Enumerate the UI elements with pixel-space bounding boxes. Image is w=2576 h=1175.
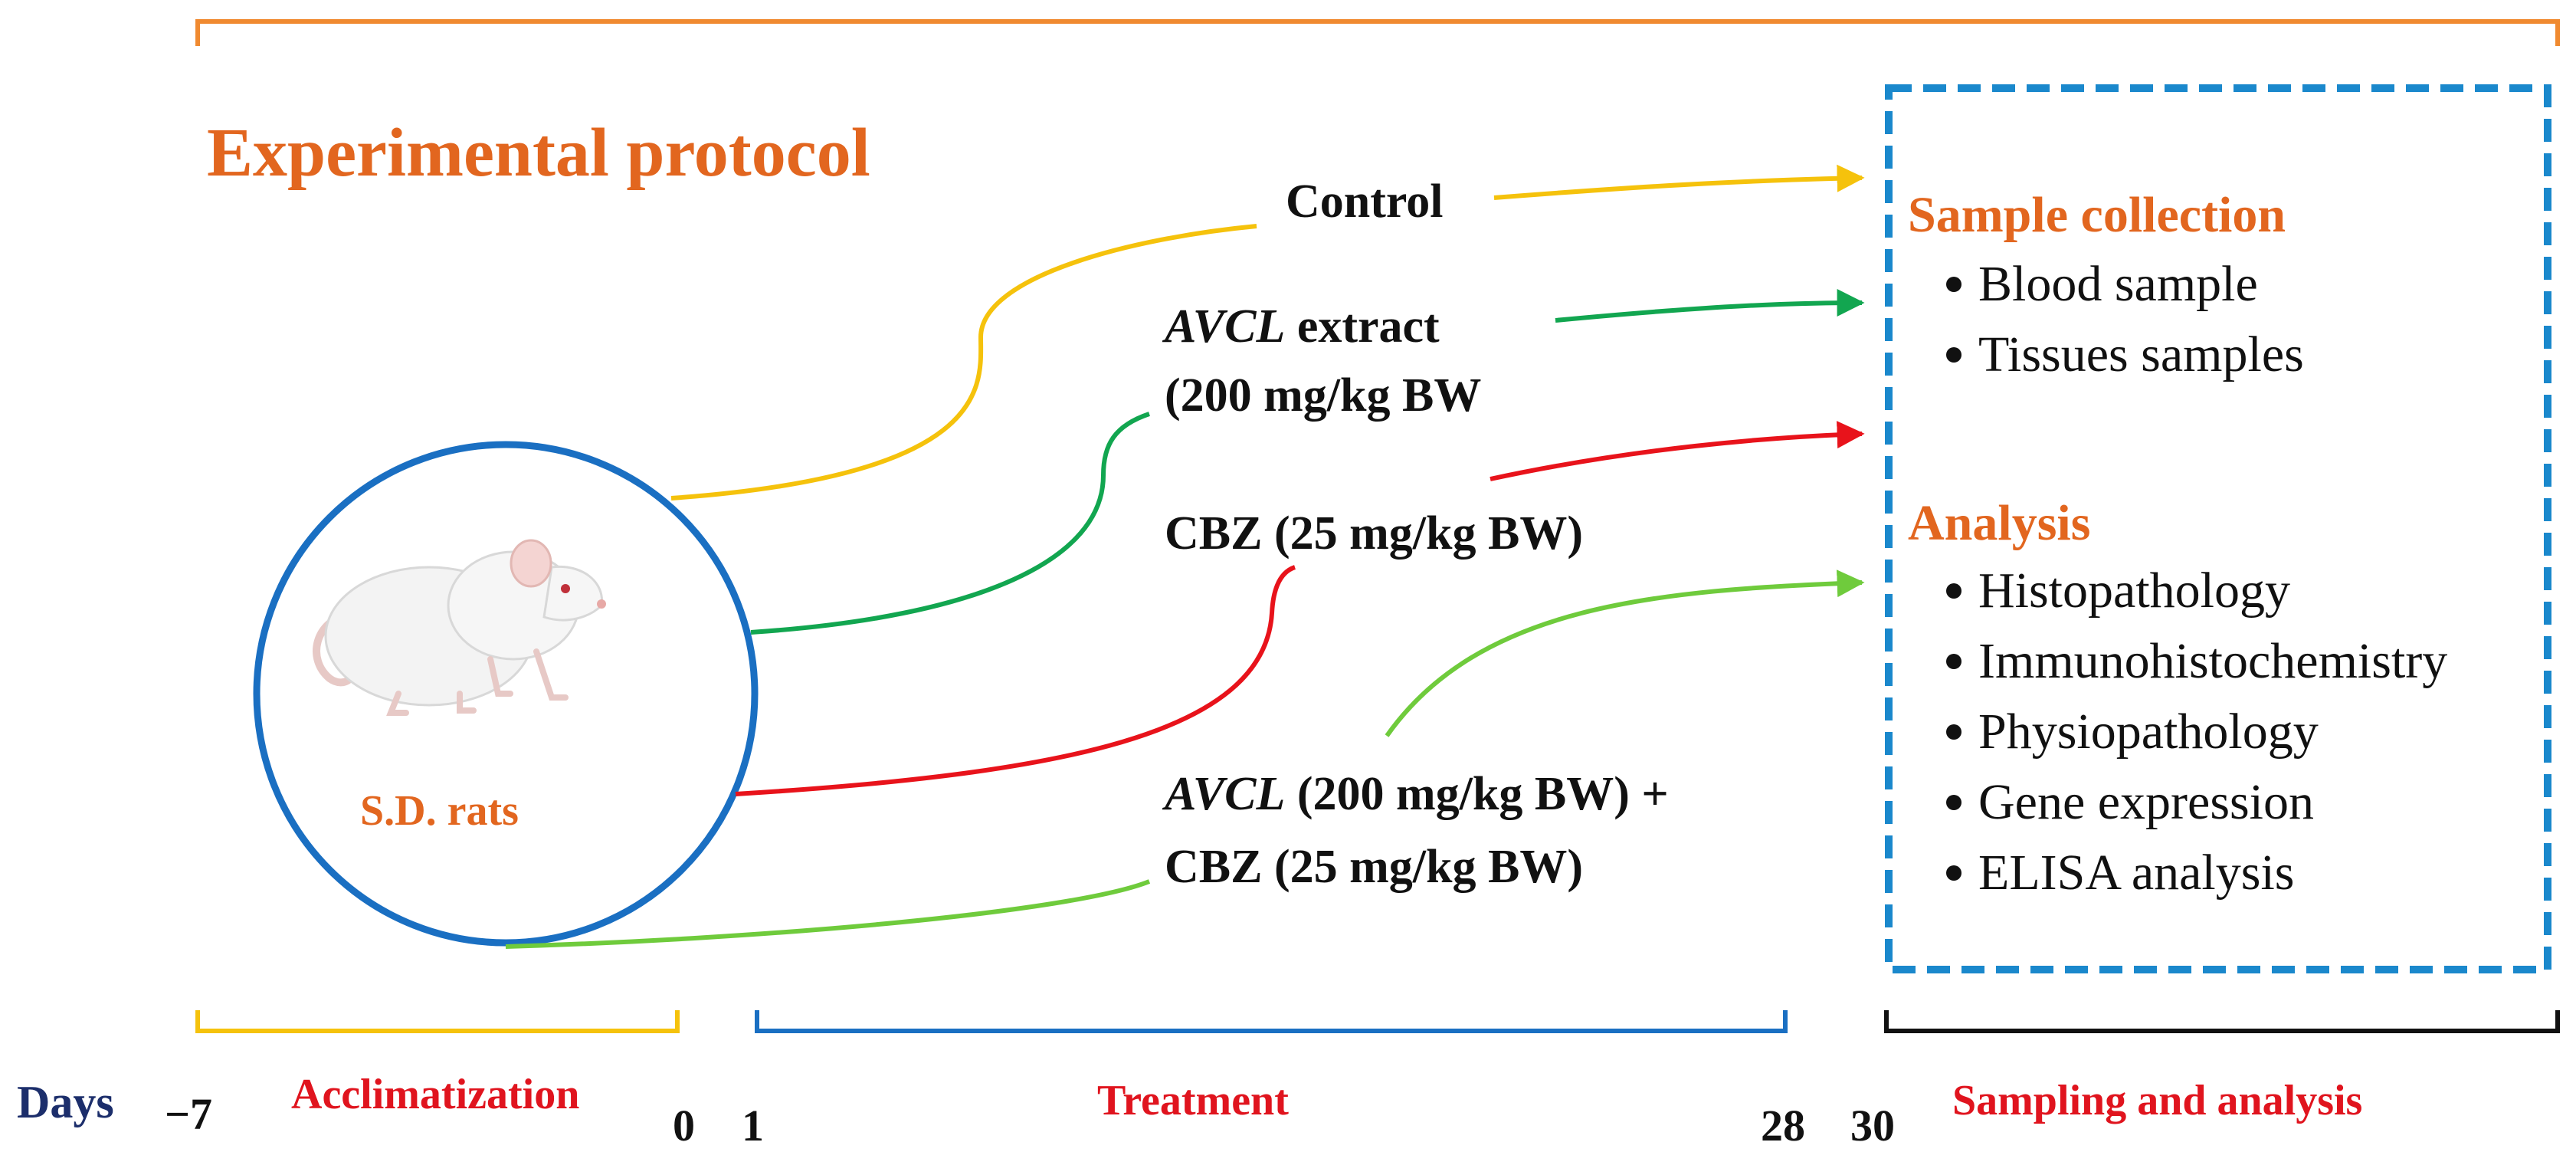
group-avcl-italic: AVCL	[1165, 300, 1286, 353]
results-box	[1885, 84, 2551, 973]
avcl-curve	[750, 412, 1150, 635]
analysis-list: Histopathology Immunohistochemistry Phys…	[1946, 556, 2447, 908]
bullet-icon	[1946, 724, 1961, 740]
top-bracket	[195, 19, 2560, 46]
diagram-title: Experimental protocol	[207, 115, 870, 191]
combo-arrow	[1385, 569, 1865, 737]
bullet-icon	[1946, 583, 1961, 599]
group-control-text: Control	[1286, 176, 1444, 228]
avcl-arrow	[1555, 289, 1865, 323]
day-mark: 1	[742, 1101, 764, 1150]
rat-circle	[253, 441, 759, 947]
list-item-text: Tissues samples	[1978, 327, 2304, 382]
acclimatization-bracket	[195, 1010, 680, 1033]
list-item: Immunohistochemistry	[1946, 626, 2447, 697]
group-avcl-dose: (200 mg/kg BW	[1165, 369, 1482, 422]
combo-curve	[505, 879, 1151, 949]
bullet-icon	[1946, 653, 1961, 669]
phase-acclimatization: Acclimatization	[291, 1071, 580, 1118]
sample-collection-list: Blood sample Tissues samples	[1946, 249, 2304, 390]
list-item-text: Gene expression	[1978, 774, 2315, 830]
group-combo-text: (200 mg/kg BW) +	[1285, 768, 1669, 820]
rat-illustration	[313, 539, 606, 716]
days-label: Days	[17, 1077, 114, 1127]
sampling-bracket	[1884, 1010, 2560, 1033]
cbz-curve	[735, 565, 1296, 796]
day-mark: 28	[1761, 1101, 1805, 1150]
group-cbz-text: CBZ (25 mg/kg BW)	[1165, 507, 1583, 560]
list-item-text: Physiopathology	[1978, 704, 2319, 760]
day-mark: 0	[673, 1101, 695, 1150]
sample-collection-heading: Sample collection	[1908, 187, 2286, 243]
list-item: Physiopathology	[1946, 697, 2447, 767]
control-curve	[670, 224, 1257, 501]
list-item-text: Blood sample	[1978, 256, 2258, 312]
analysis-heading: Analysis	[1908, 495, 2091, 551]
phase-sampling: Sampling and analysis	[1952, 1077, 2363, 1124]
list-item: Tissues samples	[1946, 320, 2304, 390]
list-item: Gene expression	[1946, 767, 2447, 838]
group-control-label: Control	[1286, 178, 1444, 225]
group-combo-label: AVCL (200 mg/kg BW) +	[1165, 770, 1669, 818]
list-item: ELISA analysis	[1946, 838, 2447, 908]
group-combo-line2: CBZ (25 mg/kg BW)	[1165, 841, 1583, 893]
list-item: Blood sample	[1946, 249, 2304, 320]
bullet-icon	[1946, 276, 1961, 292]
cbz-arrow	[1490, 421, 1865, 481]
bullet-icon	[1946, 865, 1961, 881]
group-cbz-label: CBZ (25 mg/kg BW)	[1165, 510, 1583, 557]
treatment-bracket	[755, 1010, 1788, 1033]
group-avcl-label: AVCL extract	[1165, 303, 1440, 350]
bullet-icon	[1946, 346, 1961, 363]
group-avcl-text: extract	[1285, 300, 1440, 353]
list-item-text: ELISA analysis	[1978, 845, 2295, 901]
list-item: Histopathology	[1946, 556, 2447, 626]
list-item-text: Immunohistochemistry	[1978, 633, 2448, 689]
day-mark: −7	[165, 1089, 213, 1139]
control-arrow	[1493, 164, 1865, 200]
list-item-text: Histopathology	[1978, 563, 2290, 619]
group-combo-italic: AVCL	[1165, 768, 1286, 820]
phase-treatment: Treatment	[1097, 1077, 1289, 1124]
bullet-icon	[1946, 794, 1961, 810]
day-mark: 30	[1850, 1101, 1895, 1150]
animal-label: S.D. rats	[360, 787, 519, 835]
